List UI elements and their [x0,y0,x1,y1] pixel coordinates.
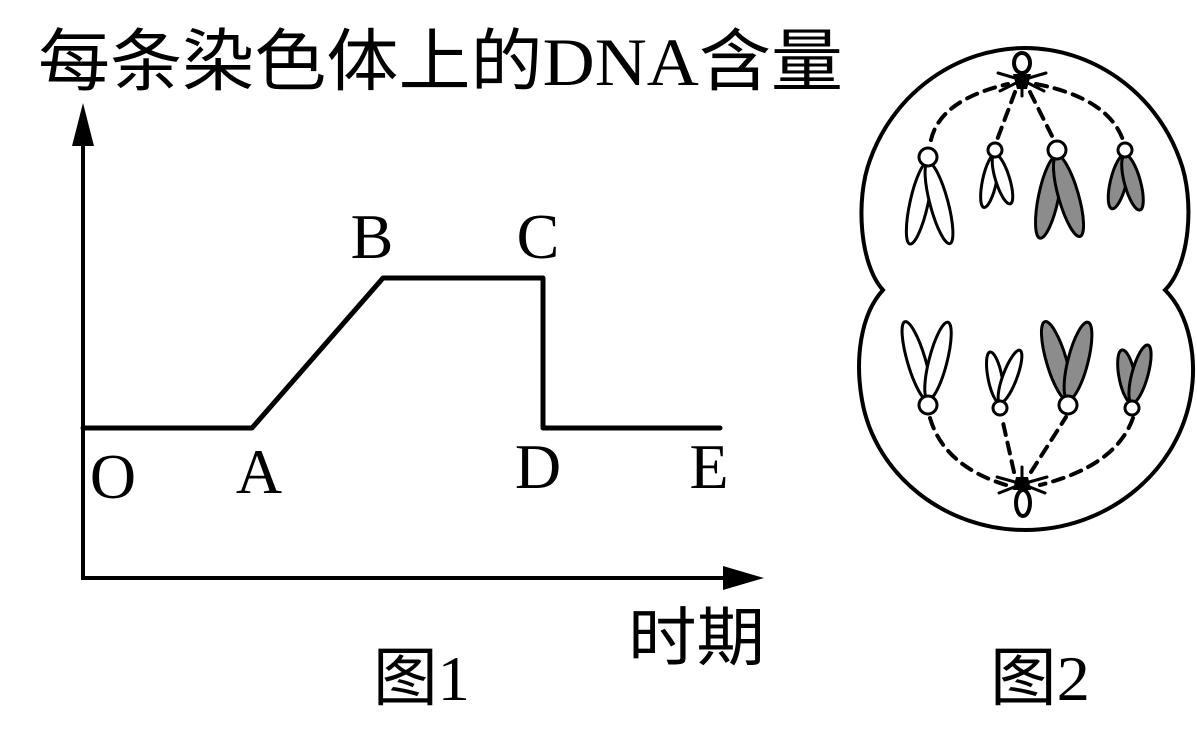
centromere [986,141,1004,159]
spindle-fiber [929,82,1010,142]
chromosome [1039,320,1094,416]
centromere [991,399,1009,417]
spindle-fiber [1038,416,1135,487]
figure-2-caption: 图2 [990,643,1090,714]
centromere [1123,399,1141,417]
centriole [1012,51,1032,75]
y-axis-arrow-icon [72,103,94,146]
chromosome [985,348,1024,417]
figure-1-caption: 图1 [373,643,470,714]
chromosome [1034,139,1086,240]
spindle-fiber [1000,416,1016,474]
point-label-d: D [515,431,561,502]
centromere [1046,139,1068,161]
centromere [1116,141,1134,159]
dna-content-line [80,275,723,431]
point-label-c: C [517,201,560,272]
centromere [917,146,939,168]
point-label-b: B [351,201,394,272]
chromosome [1106,141,1145,212]
figure-1-dna-graph: 每条染色体上的DNA含量 O A B C D E 时期 图1 [38,24,843,714]
x-axis-label: 时期 [628,603,765,674]
spindle-fiber [1029,415,1068,474]
x-axis-arrow-icon [723,566,764,590]
spindle-fiber [928,416,1008,487]
y-axis-label: 每条染色体上的DNA含量 [38,24,843,100]
chromosome [979,141,1015,209]
cell-membrane [857,45,1195,533]
chromosome [1116,343,1153,417]
figure-2-cell-division: 图2 [857,45,1195,714]
centriole-body [1013,477,1031,490]
centromere [917,394,939,416]
point-label-a: A [236,436,282,507]
point-label-o: O [90,441,136,512]
chromosome [900,320,953,416]
centriole [1014,488,1032,518]
point-label-e: E [689,431,728,502]
centriole-body [1013,74,1031,89]
spindle-fiber [1028,90,1056,142]
centromere [1057,394,1079,416]
top-centriole [996,51,1048,98]
spindle-fiber [995,90,1017,142]
chromosome [904,146,955,246]
bottom-centriole [995,465,1049,518]
spindle-fiber [1034,82,1125,142]
